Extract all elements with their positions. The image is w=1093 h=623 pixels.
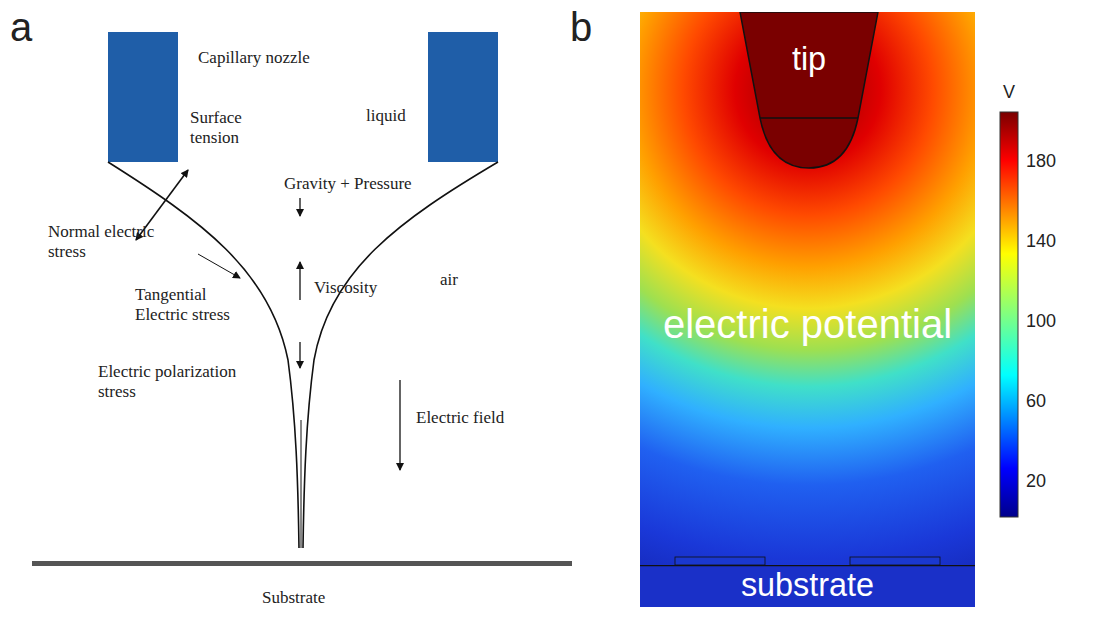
- colorbar: [1000, 112, 1018, 517]
- panel-letter: a: [10, 4, 32, 50]
- tangential-arrow: [198, 254, 240, 278]
- tip-electrode-outline: [738, 12, 880, 170]
- force-label: Viscosity: [314, 278, 377, 298]
- part-label: liquid: [366, 106, 406, 126]
- tick-value: 20: [1026, 471, 1046, 492]
- tip-electrode: tip: [738, 12, 880, 170]
- meniscus-right: [303, 162, 498, 548]
- viscosity-arrow: [299, 262, 300, 300]
- electrode: [850, 557, 940, 565]
- part-label: air: [440, 270, 458, 290]
- gravity-arrow: [299, 198, 300, 216]
- potential-field: [640, 12, 975, 607]
- unit-label: V: [1003, 82, 1015, 103]
- tick-value: 100: [1026, 311, 1056, 332]
- electrode: [675, 557, 765, 565]
- force-label: Normal electric stress: [48, 222, 173, 261]
- tick-value: 60: [1026, 391, 1046, 412]
- force-label: Electric polarization stress: [98, 362, 278, 401]
- node-text: tip: [738, 42, 880, 78]
- meniscus-left: [108, 162, 299, 548]
- jet: [301, 420, 302, 548]
- force-label: Gravity + Pressure: [284, 174, 412, 194]
- field-arrow: [399, 380, 400, 470]
- substrate-line: [32, 561, 572, 566]
- part-label: Capillary nozzle: [198, 48, 310, 68]
- nozzle-wall: [428, 32, 498, 162]
- field-label: electric potential: [660, 300, 955, 348]
- panel-letter: b: [570, 4, 592, 50]
- force-label: Tangential Electric stress: [135, 285, 250, 324]
- tick-value: 140: [1026, 231, 1056, 252]
- part-label: Substrate: [262, 588, 325, 608]
- part-label: Electric field: [416, 408, 504, 428]
- polarization-arrow: [299, 342, 300, 368]
- substrate-band: substrate: [640, 565, 975, 607]
- nozzle-wall: [108, 32, 178, 162]
- tick-value: 180: [1026, 151, 1056, 172]
- node-text: substrate: [640, 568, 975, 604]
- force-label: Surface tension: [190, 108, 265, 147]
